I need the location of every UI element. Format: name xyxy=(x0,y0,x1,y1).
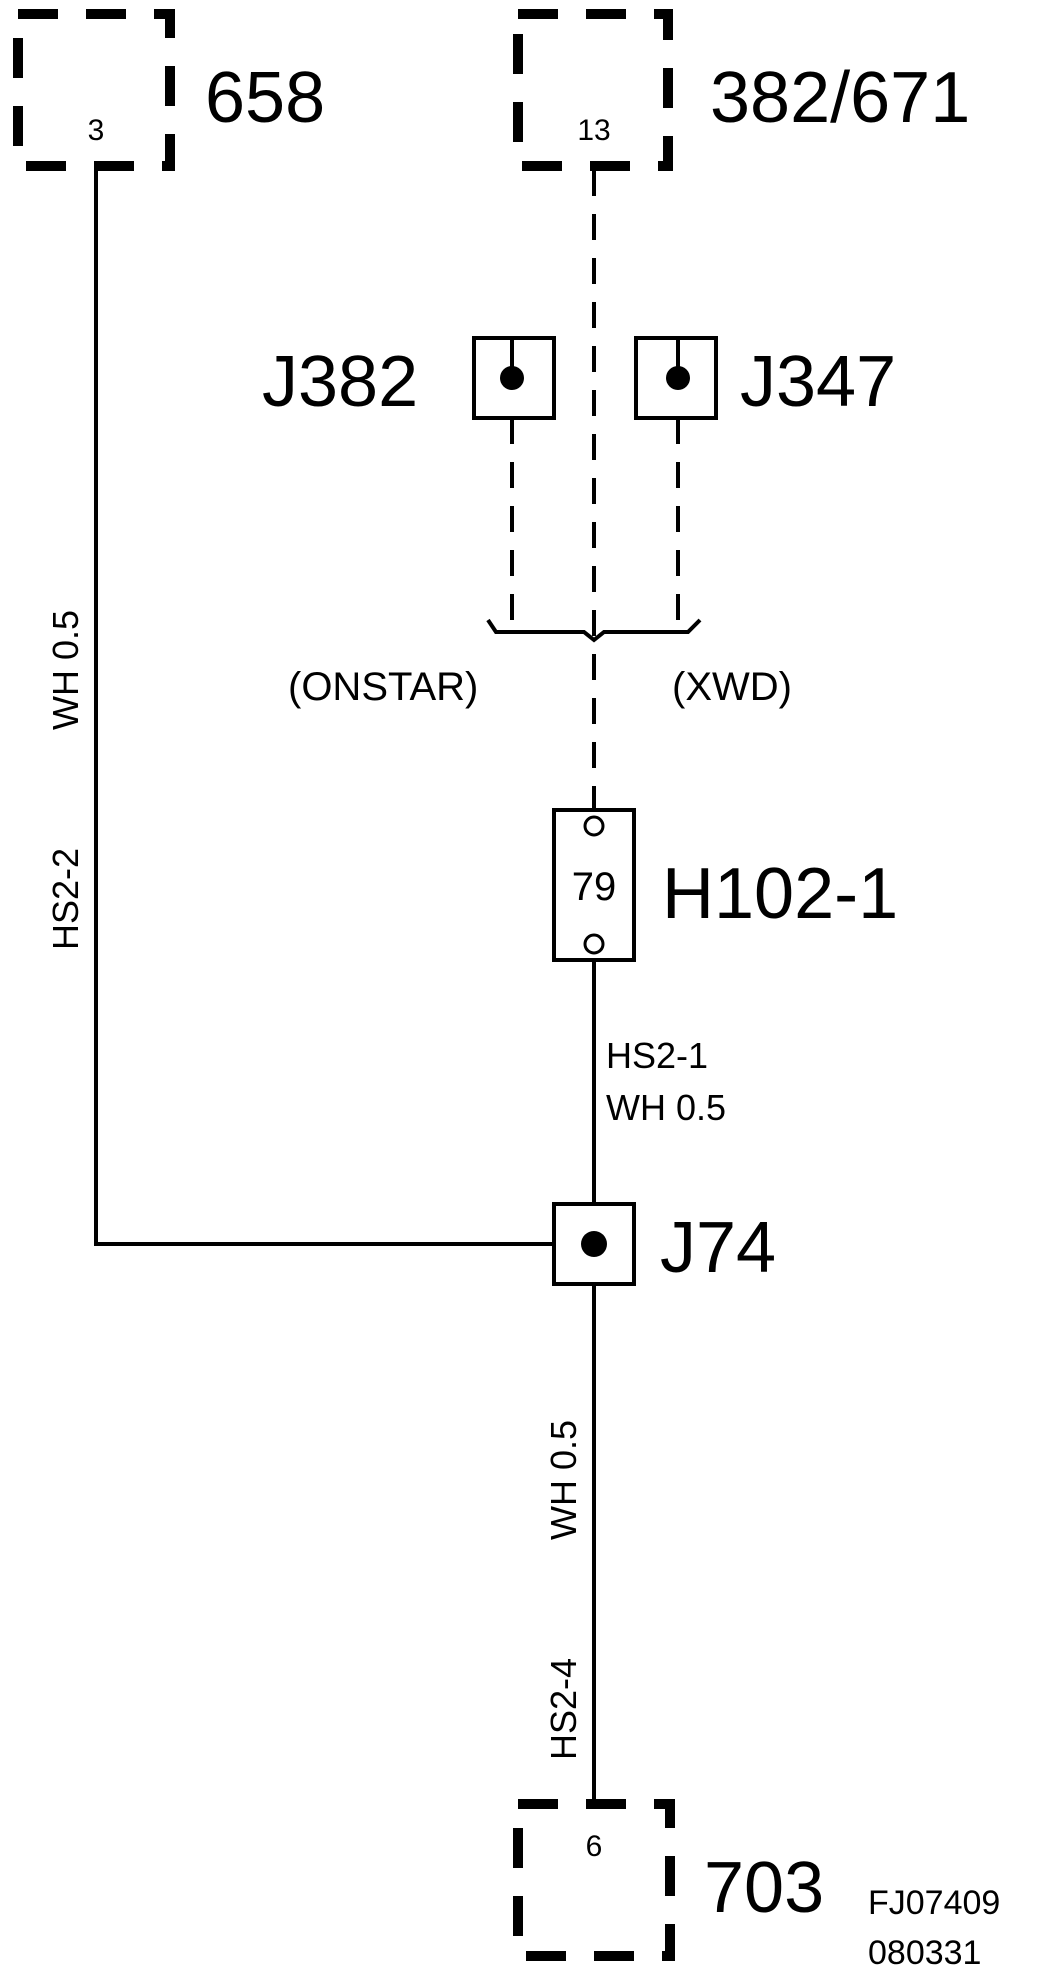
component-703: 6 703 xyxy=(513,1799,824,1961)
component-658-box xyxy=(13,9,175,171)
wire-hs2-4-circuit: HS2-4 xyxy=(543,1658,584,1760)
wire-hs2-2-spec: WH 0.5 xyxy=(45,610,86,730)
component-382-671-box xyxy=(513,9,673,171)
splice-j74-label: J74 xyxy=(660,1208,776,1288)
component-382-671-pin: 13 xyxy=(577,114,610,147)
connector-h102-1-label: H102-1 xyxy=(662,854,898,934)
wire-hs2-1-circuit: HS2-1 xyxy=(606,1035,708,1076)
wire-hs2-1-spec: WH 0.5 xyxy=(606,1087,726,1128)
splice-j74: J74 xyxy=(552,1202,776,1288)
wire-hs2-4-spec: WH 0.5 xyxy=(543,1420,584,1540)
component-658-pin: 3 xyxy=(88,114,105,147)
option-onstar-label: (ONSTAR) xyxy=(288,665,478,709)
component-658: 3 658 xyxy=(13,9,325,171)
connector-h102-1-pin-bottom xyxy=(583,933,605,955)
option-xwd-label: (XWD) xyxy=(672,665,792,709)
connector-h102-1: 79 H102-1 xyxy=(552,808,898,962)
component-658-label: 658 xyxy=(205,58,325,138)
splice-j74-dot xyxy=(581,1231,607,1257)
component-382-671: 13 382/671 xyxy=(513,9,970,171)
splice-j347: J347 xyxy=(634,336,896,620)
component-703-label: 703 xyxy=(704,1848,824,1928)
splice-j347-label: J347 xyxy=(740,342,896,422)
wire-hs2-2-circuit: HS2-2 xyxy=(45,848,86,950)
component-382-671-label: 382/671 xyxy=(710,58,970,138)
figure-date: 080331 xyxy=(868,1934,981,1972)
connector-h102-1-pin-number: 79 xyxy=(572,865,617,909)
splice-j347-dot xyxy=(666,366,690,390)
splice-j382-label: J382 xyxy=(262,342,418,422)
option-brace xyxy=(486,618,702,643)
connector-h102-1-pin-top xyxy=(583,815,605,837)
wire-hs2-2 xyxy=(94,170,596,1246)
figure-code: FJ07409 xyxy=(868,1884,1000,1922)
splice-j382-dot xyxy=(500,366,524,390)
splice-j382: J382 xyxy=(262,336,556,620)
component-703-pin: 6 xyxy=(586,1830,603,1863)
component-703-box xyxy=(513,1799,675,1961)
